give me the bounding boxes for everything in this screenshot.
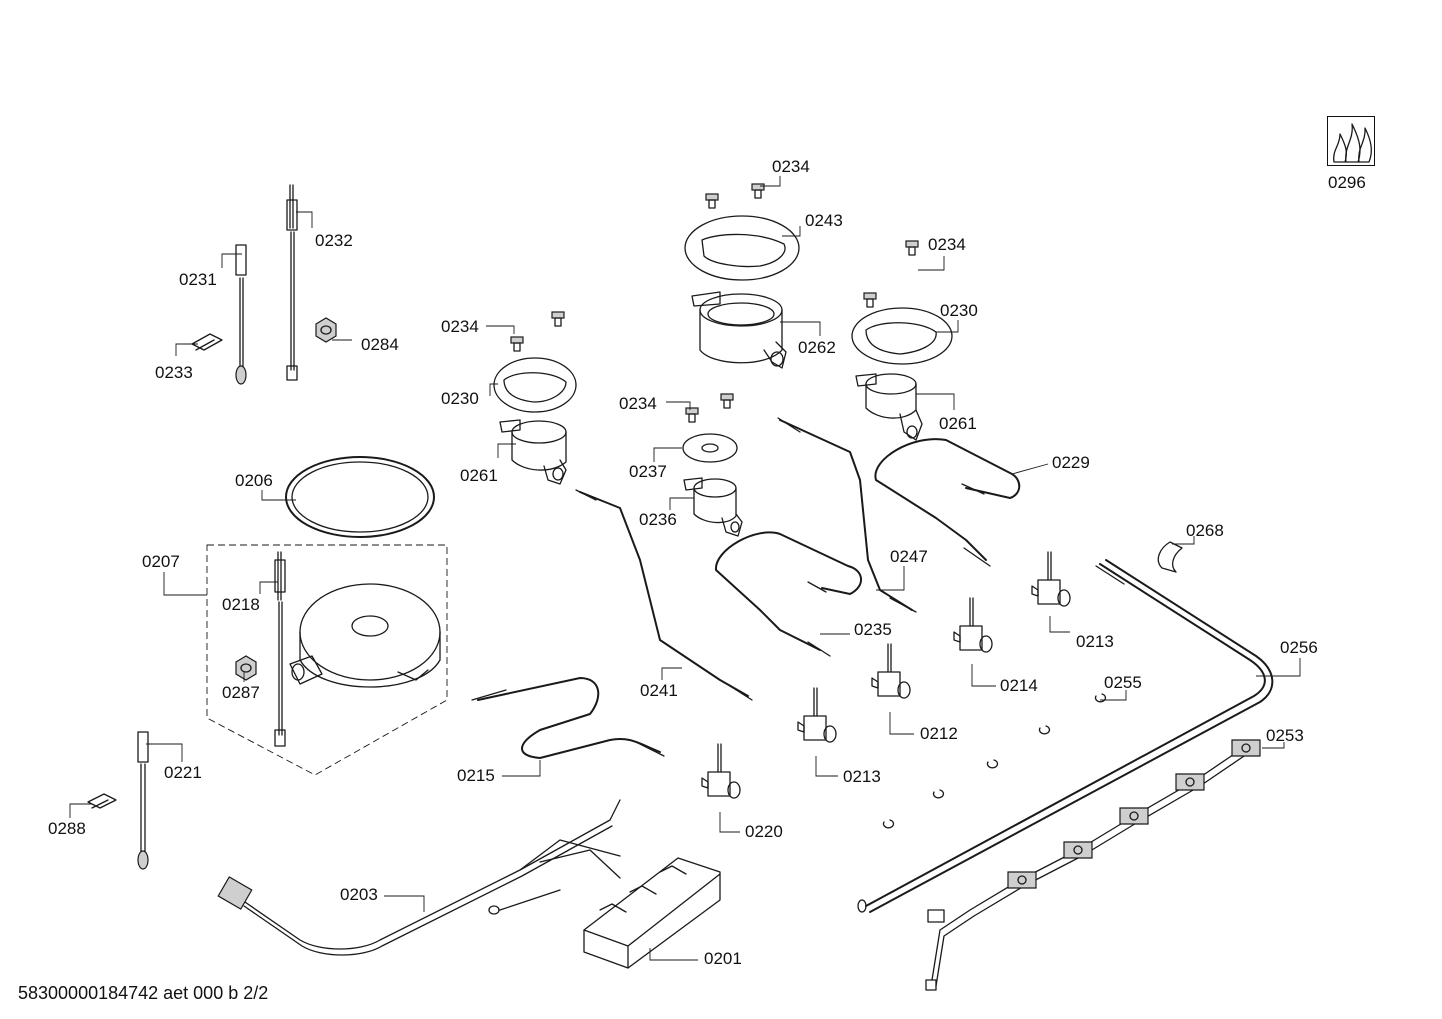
part-label-0261: 0261 bbox=[939, 414, 977, 433]
part-label-0261: 0261 bbox=[460, 466, 498, 485]
gasket-group bbox=[285, 215, 953, 538]
spark-module bbox=[583, 857, 721, 969]
part-label-0220: 0220 bbox=[745, 822, 783, 841]
part-label-0221: 0221 bbox=[164, 763, 202, 782]
part-label-0234: 0234 bbox=[619, 394, 657, 413]
part-label-0296: 0296 bbox=[1328, 173, 1366, 192]
part-label-0207: 0207 bbox=[142, 552, 180, 571]
part-label-0212: 0212 bbox=[920, 724, 958, 743]
part-label-0243: 0243 bbox=[805, 211, 843, 230]
part-label-0234: 0234 bbox=[928, 235, 966, 254]
part-label-0237: 0237 bbox=[629, 462, 667, 481]
part-label-0253: 0253 bbox=[1266, 726, 1304, 745]
part-label-0203: 0203 bbox=[340, 885, 378, 904]
part-label-0262: 0262 bbox=[798, 338, 836, 357]
part-label-0213: 0213 bbox=[843, 767, 881, 786]
part-label-0233: 0233 bbox=[155, 363, 193, 382]
wiring-loom bbox=[217, 799, 621, 956]
part-label-0206: 0206 bbox=[235, 471, 273, 490]
gas-valve-group bbox=[701, 551, 1071, 799]
screw-group bbox=[510, 183, 919, 423]
nut-clip-group bbox=[87, 317, 1183, 809]
part-label-0236: 0236 bbox=[639, 510, 677, 529]
wok-burner-assembly bbox=[206, 544, 448, 776]
part-label-0241: 0241 bbox=[640, 681, 678, 700]
part-label-0247: 0247 bbox=[890, 547, 928, 566]
gas-tube-group bbox=[471, 417, 1274, 913]
part-label-0230: 0230 bbox=[940, 301, 978, 320]
leader-lines bbox=[69, 176, 1301, 961]
part-label-0284: 0284 bbox=[361, 335, 399, 354]
part-label-0231: 0231 bbox=[179, 270, 217, 289]
part-label-0288: 0288 bbox=[48, 819, 86, 838]
part-label-0234: 0234 bbox=[772, 157, 810, 176]
part-label-0256: 0256 bbox=[1280, 638, 1318, 657]
part-label-0234: 0234 bbox=[441, 317, 479, 336]
part-label-0235: 0235 bbox=[854, 620, 892, 639]
ignition-harness bbox=[925, 739, 1261, 991]
part-label-0268: 0268 bbox=[1186, 521, 1224, 540]
part-label-0213: 0213 bbox=[1076, 632, 1114, 651]
part-label-0215: 0215 bbox=[457, 766, 495, 785]
part-label-0201: 0201 bbox=[704, 949, 742, 968]
part-label-0229: 0229 bbox=[1052, 453, 1090, 472]
part-label-0230: 0230 bbox=[441, 389, 479, 408]
circlip-group bbox=[882, 693, 1107, 829]
part-label-0218: 0218 bbox=[222, 595, 260, 614]
part-label-0232: 0232 bbox=[315, 231, 353, 250]
burner-base-group bbox=[499, 291, 923, 537]
part-label-0214: 0214 bbox=[1000, 676, 1038, 695]
logo-frame bbox=[1327, 116, 1375, 166]
part-label-0287: 0287 bbox=[222, 683, 260, 702]
thermocouple-group bbox=[137, 184, 298, 870]
flame-logo-icon bbox=[1333, 123, 1372, 163]
part-label-0255: 0255 bbox=[1104, 673, 1142, 692]
document-id-footer: 58300000184742 aet 000 b 2/2 bbox=[18, 983, 269, 1003]
